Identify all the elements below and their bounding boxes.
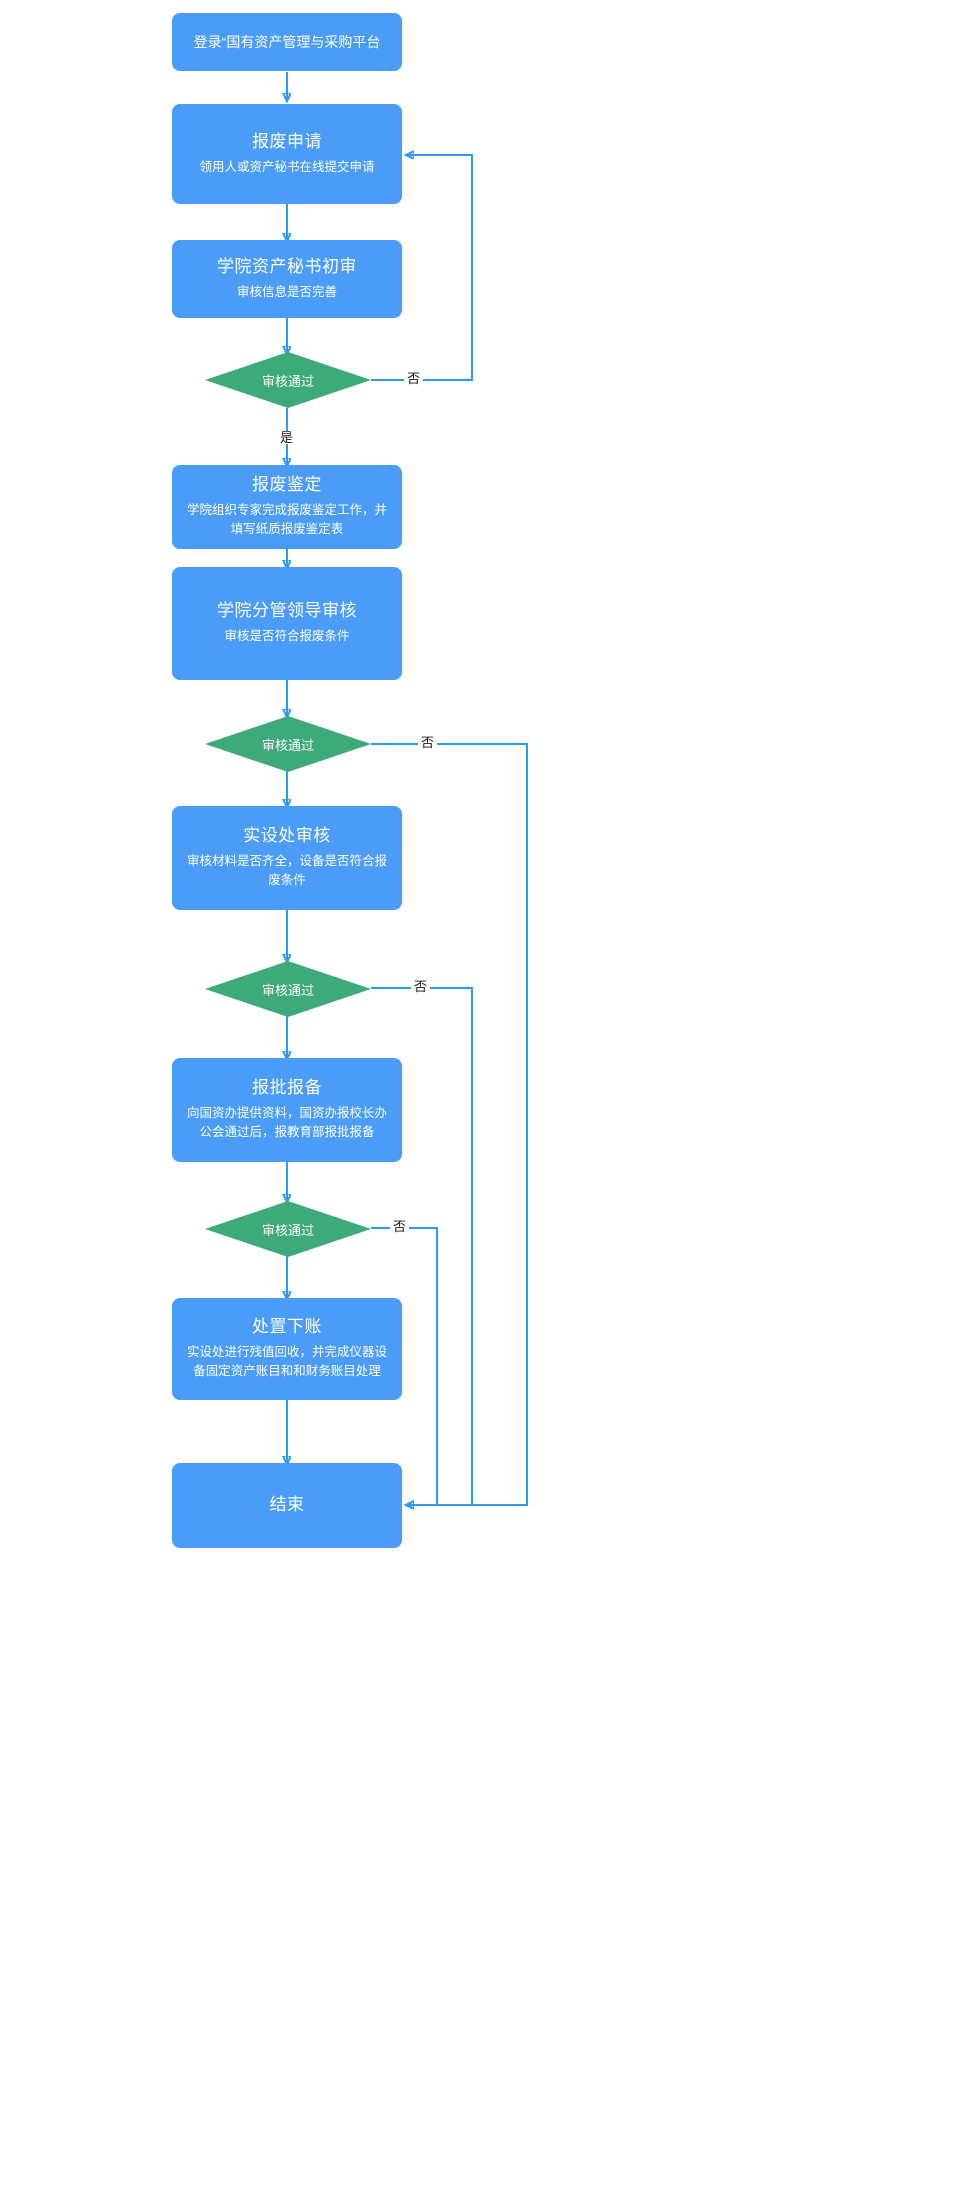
node-login[interactable]: 登录“国有资产管理与采购平台 [172,13,402,71]
node-decision-1[interactable]: 审核通过 [205,352,371,408]
node-end[interactable]: 结束 [172,1463,402,1548]
edge-label-d4-no: 否 [390,1220,410,1233]
node-leader-review[interactable]: 学院分管领导审核 审核是否符合报废条件 [172,567,402,680]
node-decision-3-label: 审核通过 [261,982,314,998]
node-disposal-writeoff-sub: 实设处进行残值回收，并完成仪器设备固定资产账目和和财务账目处理 [186,1345,387,1379]
node-scrap-apply-title: 报废申请 [252,131,322,151]
node-secretary-review-sub: 审核信息是否完善 [236,284,337,299]
node-leader-review-title: 学院分管领导审核 [217,601,357,621]
edge-label-d3-no: 否 [411,980,431,993]
node-scrap-apply[interactable]: 报废申请 领用人或资产秘书在线提交申请 [172,104,402,204]
node-decision-2-label: 审核通过 [261,737,314,753]
node-decision-2[interactable]: 审核通过 [205,716,371,772]
node-disposal-writeoff-title: 处置下账 [252,1317,322,1337]
node-lab-office-review-sub: 审核材料是否齐全，设备是否符合报废条件 [186,854,387,888]
node-decision-3[interactable]: 审核通过 [205,961,371,1017]
node-decision-1-label: 审核通过 [261,373,314,389]
node-scrap-appraisal-title: 报废鉴定 [252,475,322,495]
node-scrap-appraisal[interactable]: 报废鉴定 学院组织专家完成报废鉴定工作，并填写纸质报废鉴定表 [172,465,402,549]
node-secretary-review[interactable]: 学院资产秘书初审 审核信息是否完善 [172,240,402,318]
node-approval-filing[interactable]: 报批报备 向国资办提供资料，国资办报校长办公会通过后，报教育部报批报备 [172,1058,402,1162]
node-secretary-review-title: 学院资产秘书初审 [217,256,357,276]
edge-label-d2-no: 否 [418,736,438,749]
node-decision-4[interactable]: 审核通过 [205,1201,371,1257]
node-decision-4-label: 审核通过 [261,1222,314,1238]
edge-label-d1-yes: 是 [277,431,297,444]
node-lab-office-review[interactable]: 实设处审核 审核材料是否齐全，设备是否符合报废条件 [172,806,402,910]
node-leader-review-sub: 审核是否符合报废条件 [224,629,350,644]
node-end-title: 结束 [269,1495,305,1515]
node-scrap-appraisal-sub: 学院组织专家完成报废鉴定工作，并填写纸质报废鉴定表 [186,503,387,537]
node-scrap-apply-sub: 领用人或资产秘书在线提交申请 [199,159,375,174]
node-disposal-writeoff[interactable]: 处置下账 实设处进行残值回收，并完成仪器设备固定资产账目和和财务账目处理 [172,1298,402,1400]
node-approval-filing-sub: 向国资办提供资料，国资办报校长办公会通过后，报教育部报批报备 [186,1106,387,1140]
edge-label-d1-no: 否 [404,372,424,385]
node-login-title: 登录“国有资产管理与采购平台 [193,33,381,50]
node-lab-office-review-title: 实设处审核 [243,826,331,846]
node-approval-filing-title: 报批报备 [252,1078,322,1098]
